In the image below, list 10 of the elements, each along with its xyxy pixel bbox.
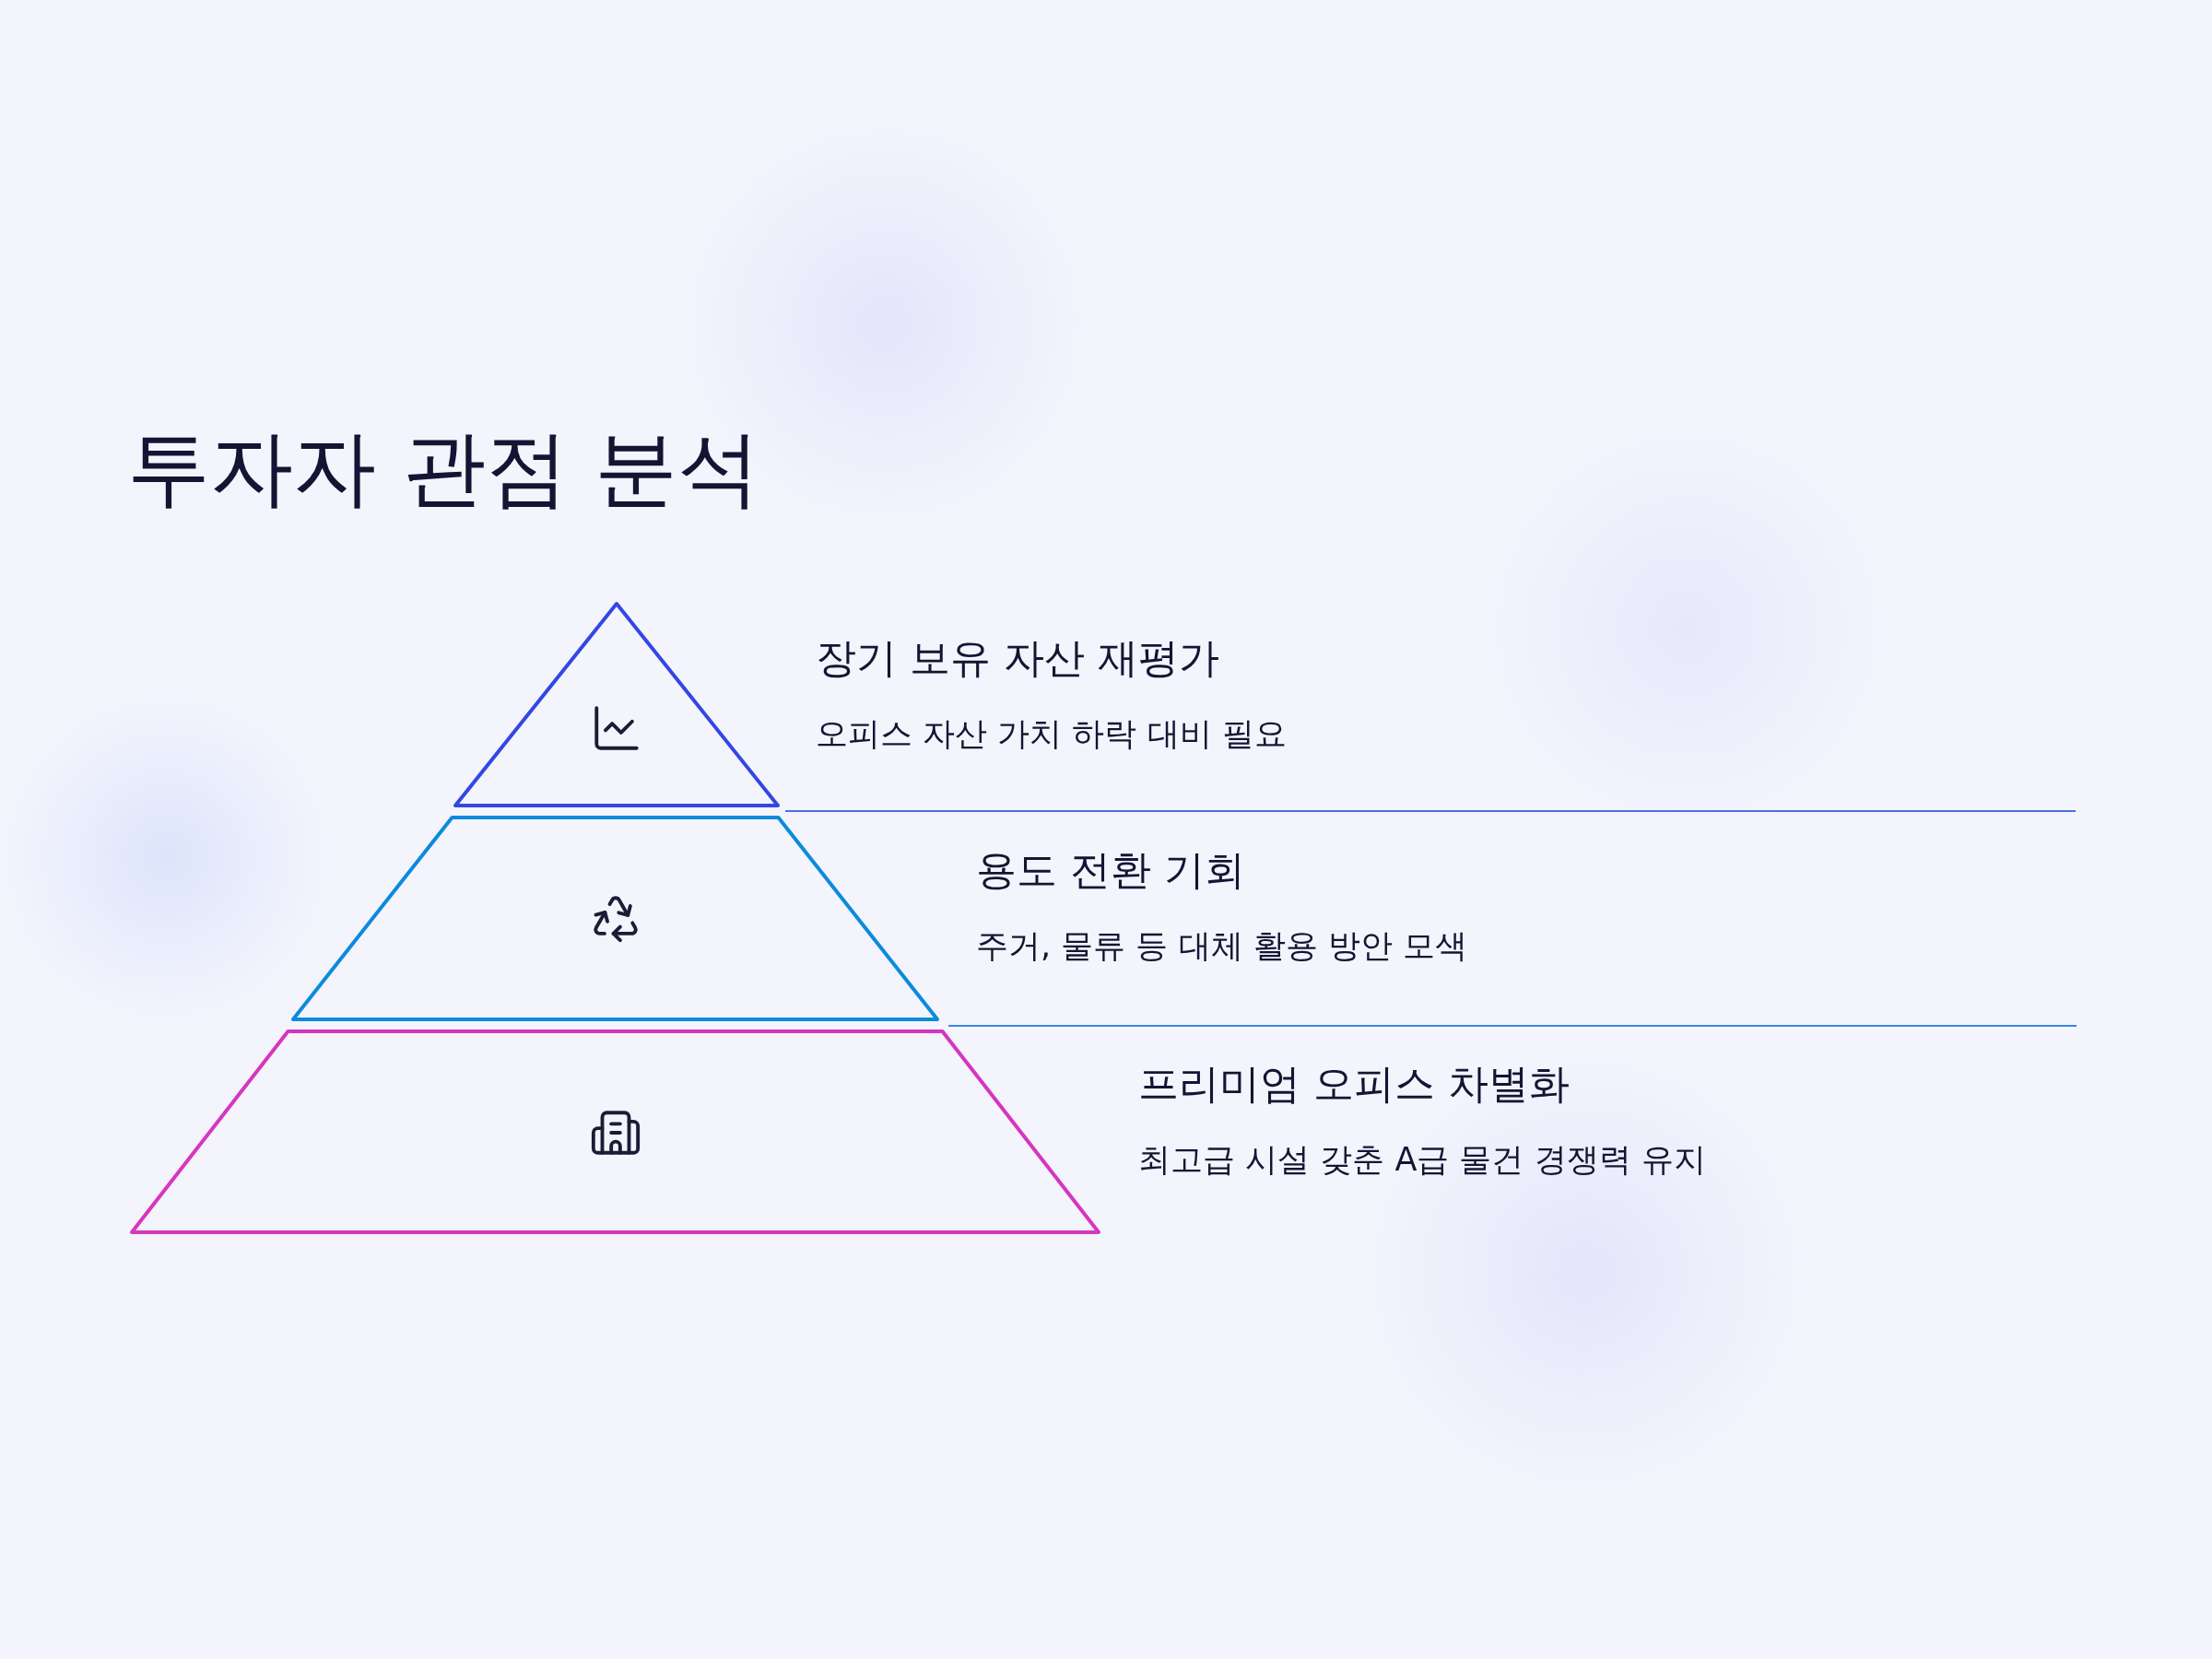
tier-heading: 장기 보유 자산 재평가 xyxy=(816,634,1220,683)
tier-description: 최고급 시설 갖춘 A급 물건 경쟁력 유지 xyxy=(1138,1139,1706,1179)
tier-heading: 용도 전환 기회 xyxy=(976,846,1246,895)
pyramid-tier xyxy=(290,815,940,1022)
tier-description: 주거, 물류 등 대체 활용 방안 모색 xyxy=(976,925,1467,965)
tier-heading: 프리미엄 오피스 차별화 xyxy=(1138,1060,1571,1109)
tier-description: 오피스 자산 가치 하락 대비 필요 xyxy=(816,713,1287,753)
pyramid-tier xyxy=(129,1029,1101,1235)
pyramid-tier xyxy=(453,601,781,808)
title: 투자자 관점 분석 xyxy=(127,418,761,518)
